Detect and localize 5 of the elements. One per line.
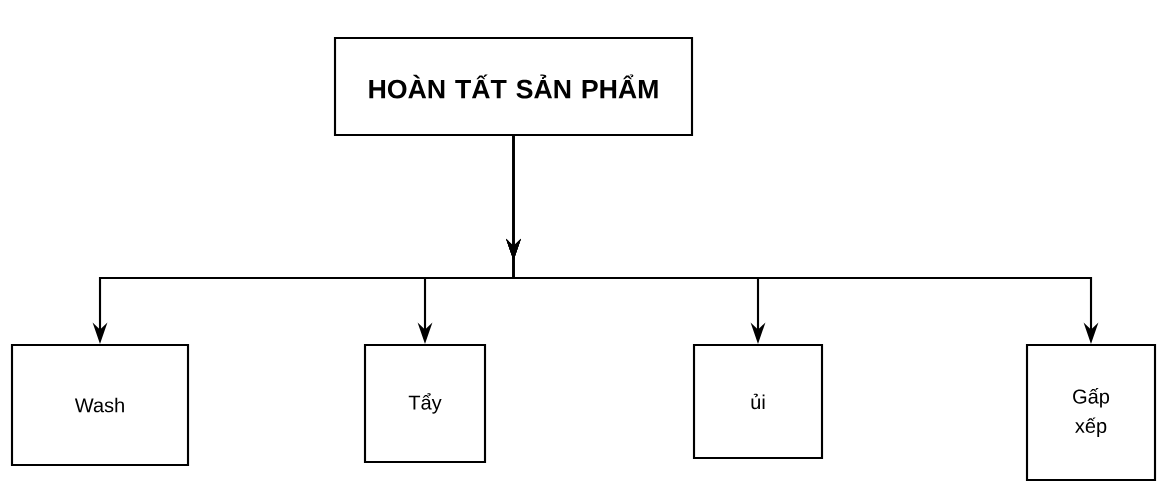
- process-box: ủi: [692, 343, 824, 460]
- process-box: Gấp xếp: [1025, 343, 1157, 482]
- process-box: Wash: [10, 343, 190, 467]
- process-box: Tẩy: [363, 343, 487, 464]
- process-box: HOÀN TẤT SẢN PHẨM: [333, 36, 694, 137]
